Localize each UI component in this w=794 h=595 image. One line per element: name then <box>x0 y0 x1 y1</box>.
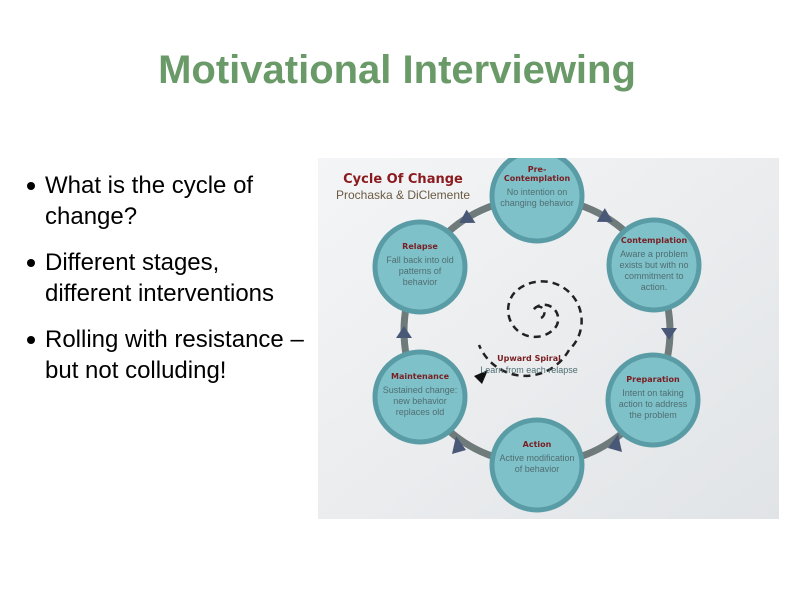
cycle-of-change-diagram: Cycle Of Change Prochaska & DiClemente P… <box>318 158 779 519</box>
arrow-icon <box>608 434 622 452</box>
stage-pre-contemplation: Pre-Contemplation No intention onchanging… <box>489 158 585 244</box>
bullet-text: Rolling with resistance – but not collud… <box>45 326 304 384</box>
arrow-icon <box>459 209 476 223</box>
stage-title: Relapse <box>402 242 438 251</box>
stage-description: No intention on <box>507 187 568 197</box>
arrow-icon <box>661 328 677 340</box>
arrow-icon <box>596 208 613 222</box>
spiral-desc: Learn from each relapse <box>480 365 578 375</box>
stage-title: Action <box>523 440 552 449</box>
spiral-arrow-icon <box>474 370 488 384</box>
bullet-icon <box>27 336 35 344</box>
cycle-arrows <box>396 208 677 454</box>
upward-spiral <box>477 280 583 378</box>
arrow-icon <box>396 326 412 338</box>
stage-description: Intent on taking <box>622 388 684 398</box>
bullet-item: Different stages, different intervention… <box>24 247 304 309</box>
bullet-item: Rolling with resistance – but not collud… <box>24 324 304 386</box>
stage-description: Active modification <box>499 453 574 463</box>
stage-description: of behavior <box>515 464 560 474</box>
stage-description: exists but with no <box>619 260 688 270</box>
slide-title: Motivational Interviewing <box>158 48 636 92</box>
stage-circle <box>489 158 585 244</box>
stage-description: Sustained change: <box>383 385 458 395</box>
diagram-title: Cycle Of Change <box>343 172 463 187</box>
spiral-title: Upward Spiral <box>497 354 561 363</box>
stage-description: patterns of <box>399 266 442 276</box>
stage-title: Contemplation <box>621 236 688 245</box>
bullet-text: Different stages, different intervention… <box>45 249 275 307</box>
stage-description: action to address <box>619 399 688 409</box>
stage-description: action. <box>641 282 668 292</box>
bullet-item: What is the cycle of change? <box>24 170 304 232</box>
stage-description: commitment to <box>624 271 683 281</box>
stage-title: Pre- <box>528 165 547 174</box>
stage-title: Maintenance <box>391 372 450 381</box>
stage-circle <box>605 352 701 448</box>
stage-description: new behavior <box>393 396 447 406</box>
stage-description: changing behavior <box>500 198 574 208</box>
stage-description: replaces old <box>396 407 445 417</box>
stage-description: behavior <box>403 277 438 287</box>
arrow-icon <box>452 436 466 454</box>
stage-title: Contemplation <box>504 174 571 183</box>
diagram-subtitle: Prochaska & DiClemente <box>336 188 470 202</box>
bullet-icon <box>27 182 35 190</box>
stage-title: Preparation <box>626 375 680 384</box>
stage-circle <box>606 217 702 313</box>
bullet-icon <box>27 259 35 267</box>
bullet-list: What is the cycle of change? Different s… <box>24 170 304 401</box>
bullet-text: What is the cycle of change? <box>45 172 254 230</box>
stage-description: Aware a problem <box>620 249 688 259</box>
stage-circle <box>372 349 468 445</box>
stage-circle <box>489 417 585 513</box>
stage-circle <box>372 219 468 315</box>
stage-description: the problem <box>629 410 677 420</box>
stage-description: Fall back into old <box>386 255 454 265</box>
